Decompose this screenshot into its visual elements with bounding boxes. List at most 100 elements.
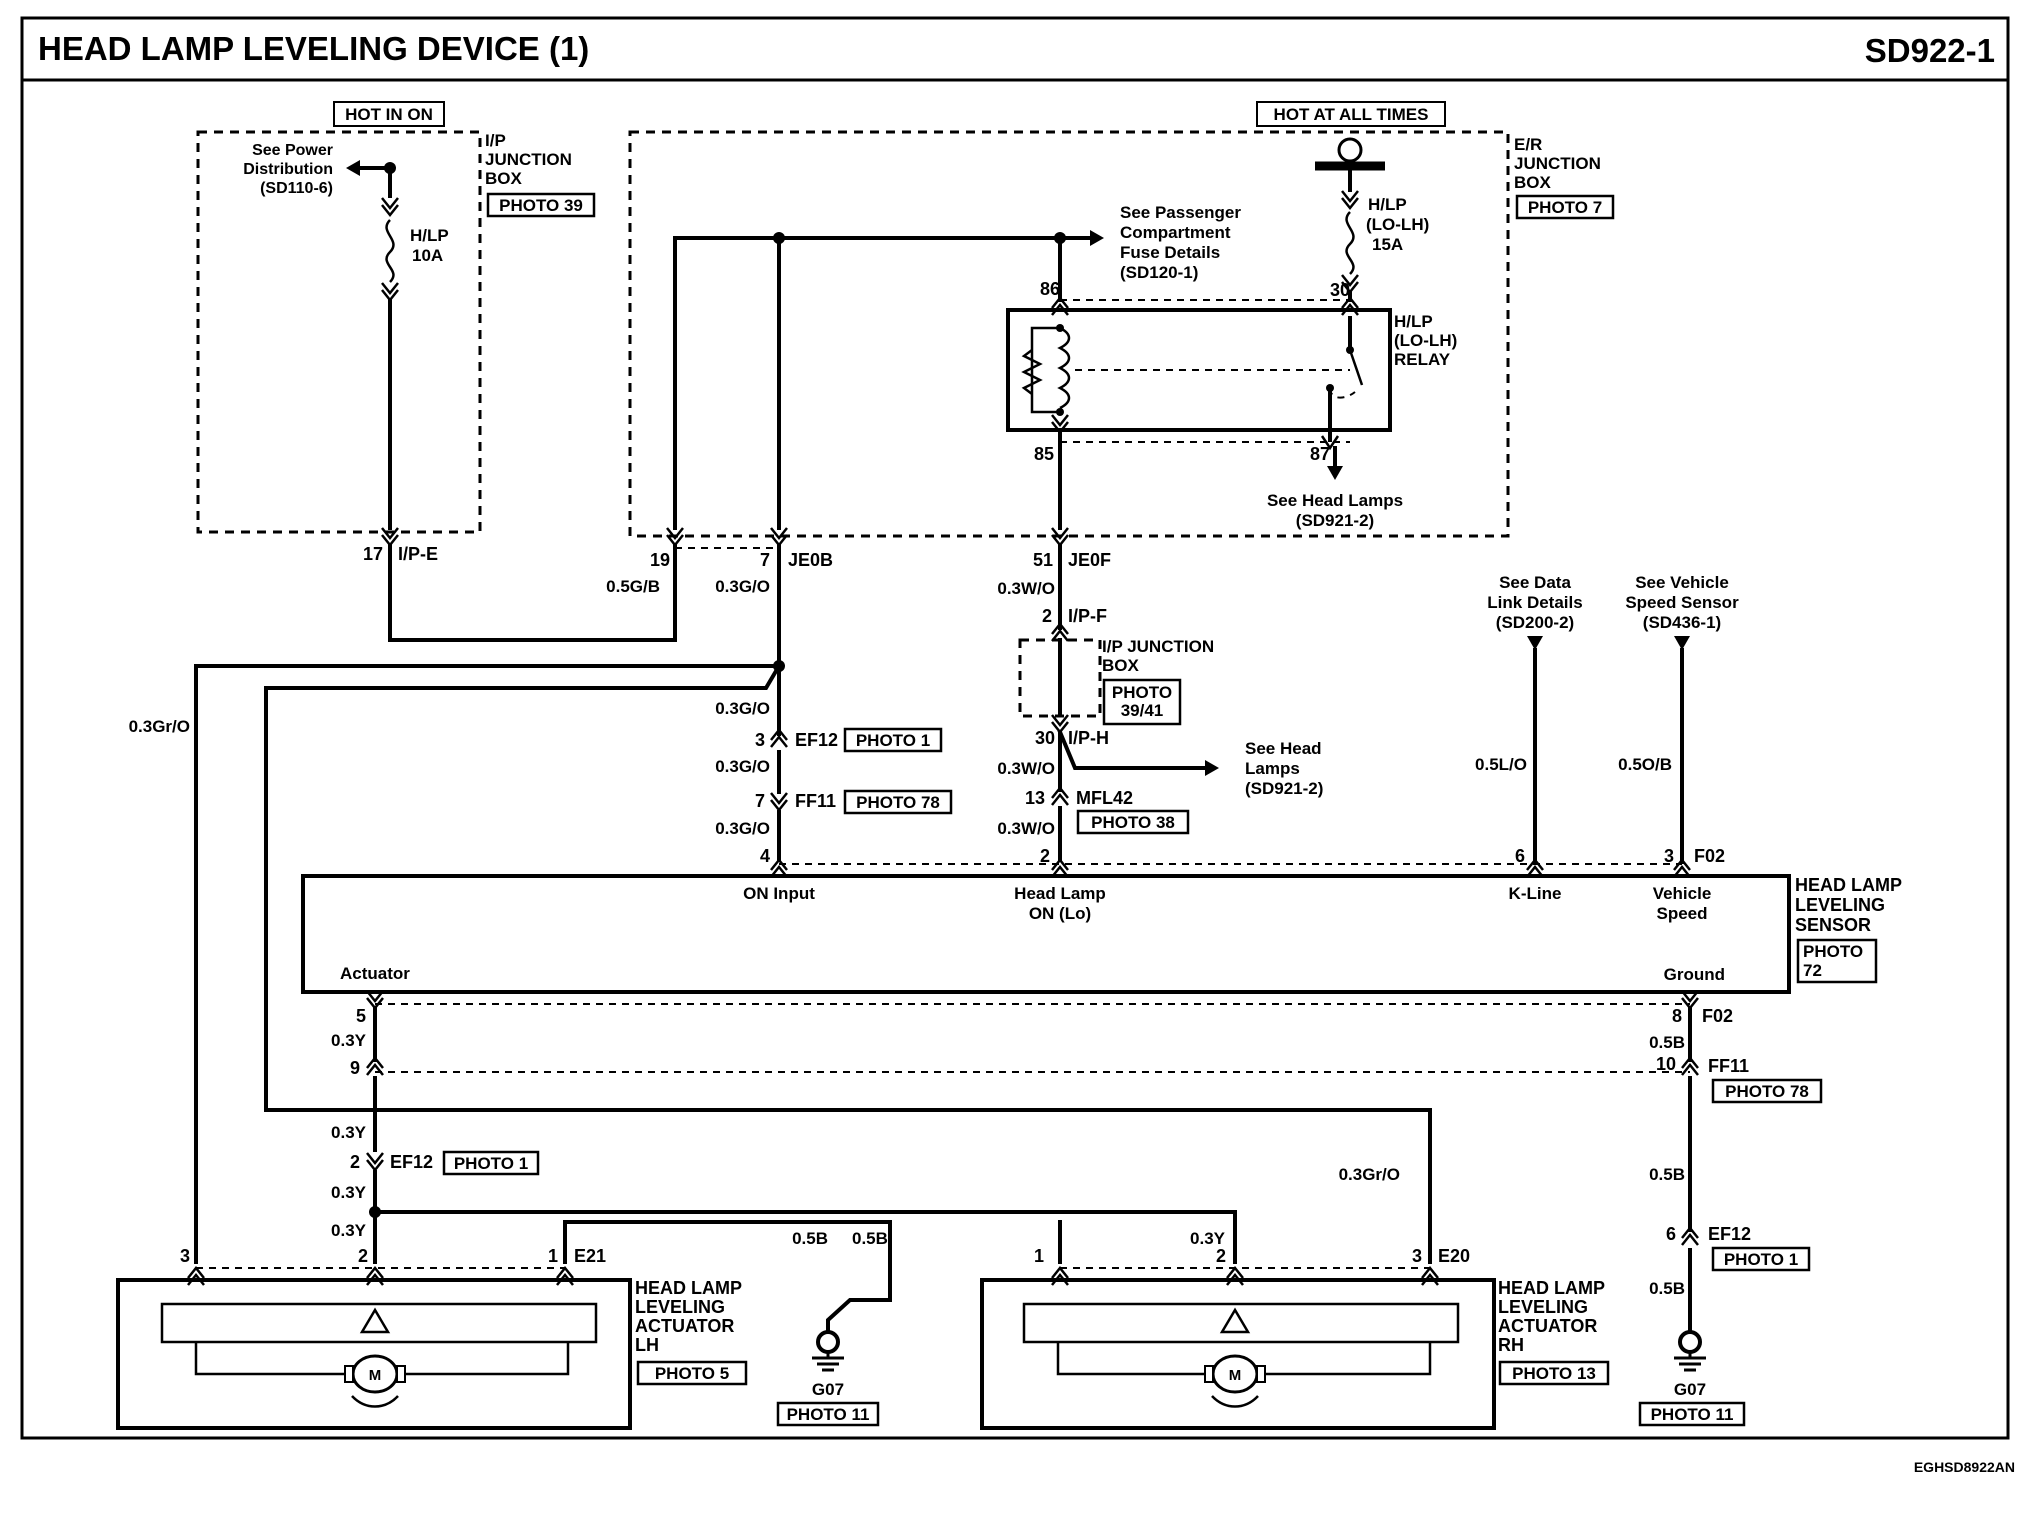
diagram-label: LEVELING — [1498, 1297, 1588, 1317]
diagram-label: MFL42 — [1076, 788, 1133, 808]
diagram-label: E21 — [574, 1246, 606, 1266]
diagram-label: 2 — [1216, 1246, 1226, 1266]
diagram-label: Vehicle — [1653, 884, 1712, 903]
diagram-label: I/P-H — [1068, 728, 1109, 748]
diagram-label: Ground — [1664, 965, 1725, 984]
diagram-label: EF12 — [390, 1152, 433, 1172]
diagram-label: JE0B — [788, 550, 833, 570]
diagram-label: 30 — [1035, 728, 1055, 748]
diagram-label: 0.5B — [1649, 1279, 1685, 1298]
diagram-label: ACTUATOR — [635, 1316, 734, 1336]
diagram-label: 7 — [760, 550, 770, 570]
photo-badge: PHOTO 78 — [856, 793, 940, 812]
diagram-label: (LO-LH) — [1366, 215, 1429, 234]
diagram-label: Distribution — [243, 161, 333, 178]
diagram-label: 0.5B — [1649, 1033, 1685, 1052]
diagram-label: 0.3G/O — [715, 819, 770, 838]
diagram-label: 72 — [1803, 961, 1822, 980]
ground-symbol-left: G07 PHOTO 11 — [776, 1330, 880, 1427]
diagram-label: M — [369, 1367, 382, 1384]
diagram-label: H/LP — [1394, 312, 1433, 331]
diagram-label: 10A — [412, 246, 443, 265]
diagram-label: F02 — [1694, 846, 1725, 866]
diagram-label: (SD120-1) — [1120, 263, 1198, 282]
head-lamp-leveling-sensor: 4 2 6 3 F02 ON Input Head Lamp ON (Lo) K… — [301, 846, 1902, 994]
diagram-label: Compartment — [1120, 223, 1231, 242]
photo-badge: PHOTO 13 — [1512, 1364, 1596, 1383]
diagram-label: 10 — [1656, 1054, 1676, 1074]
photo-badge: PHOTO 1 — [856, 731, 930, 750]
diagram-label: K-Line — [1509, 884, 1562, 903]
diagram-label: PHOTO — [1803, 942, 1863, 961]
diagram-label: RH — [1498, 1335, 1524, 1355]
diagram-label: 3 — [180, 1246, 190, 1266]
diagram-label: 0.3G/O — [715, 577, 770, 596]
ground-symbol-right: G07 PHOTO 11 — [1638, 1330, 1746, 1427]
diagram-label: BOX — [1102, 656, 1140, 675]
diagram-label: 0.5B — [792, 1229, 828, 1248]
diagram-label: 0.3Gr/O — [1339, 1165, 1400, 1184]
diagram-label: 0.5B — [852, 1229, 888, 1248]
diagram-label: 7 — [755, 791, 765, 811]
diagram-label: 17 — [363, 544, 383, 564]
diagram-label: 5 — [356, 1006, 366, 1026]
diagram-label: F02 — [1702, 1006, 1733, 1026]
er-junction-box: HOT AT ALL TIMES E/R JUNCTION BOX PHOTO … — [628, 101, 1615, 570]
diagram-label: 39/41 — [1121, 701, 1164, 720]
photo-badge: PHOTO 39 — [499, 196, 583, 215]
diagram-label: (LO-LH) — [1394, 331, 1457, 350]
diagram-label: 15A — [1372, 235, 1403, 254]
diagram-label: 3 — [1412, 1246, 1422, 1266]
diagram-label: See Passenger — [1120, 203, 1241, 222]
diagram-label: ON (Lo) — [1029, 904, 1091, 923]
diagram-label: 87 — [1310, 444, 1330, 464]
diagram-label: See Head — [1245, 739, 1322, 758]
diagram-label: 3 — [755, 730, 765, 750]
hot-at-all-times-label: HOT AT ALL TIMES — [1274, 105, 1429, 124]
diagram-label: 4 — [760, 846, 770, 866]
actuator-rh: 1 2 3 E20 M HEAD LAMP LEVELING ACTUATOR … — [980, 1246, 1610, 1430]
diagram-label: 0.5O/B — [1618, 755, 1672, 774]
diagram-label: ON Input — [743, 884, 815, 903]
diagram-label: I/P-F — [1068, 606, 1107, 626]
diagram-label: Actuator — [340, 964, 410, 983]
diagram-label: 13 — [1025, 788, 1045, 808]
page-title: HEAD LAMP LEVELING DEVICE (1) — [38, 30, 589, 67]
diagram-label: 1 — [548, 1246, 558, 1266]
relay-box — [1006, 308, 1392, 432]
diagram-frame — [20, 16, 2010, 1440]
photo-badge: PHOTO 38 — [1091, 813, 1175, 832]
diagram-label: (SD436-1) — [1643, 613, 1721, 632]
diagram-label: Fuse Details — [1120, 243, 1220, 262]
ip-junction-box-left: HOT IN ON I/P JUNCTION BOX PHOTO 39 See … — [196, 101, 596, 564]
diagram-label: HEAD LAMP — [1795, 875, 1902, 895]
fuse-10a-symbol — [385, 219, 395, 283]
diagram-label: G07 — [812, 1380, 844, 1399]
photo-badge: PHOTO 1 — [454, 1154, 528, 1173]
diagram-label: 0.3Y — [331, 1221, 367, 1240]
photo-badge: PHOTO 1 — [1724, 1250, 1798, 1269]
diagram-label: E/R — [1514, 135, 1542, 154]
diagram-label: 0.3Y — [331, 1123, 367, 1142]
diagram-label: E20 — [1438, 1246, 1470, 1266]
diagram-label: 2 — [358, 1246, 368, 1266]
diagram-label: JUNCTION — [1514, 154, 1601, 173]
diagram-label: EF12 — [1708, 1224, 1751, 1244]
footer-code: EGHSD8922AN — [1914, 1459, 2015, 1475]
diagram-label: See Power — [252, 142, 333, 159]
photo-badge: PHOTO 5 — [655, 1364, 729, 1383]
diagram-label: 9 — [350, 1058, 360, 1078]
diagram-label: PHOTO — [1112, 683, 1172, 702]
diagram-label: 19 — [650, 550, 670, 570]
diagram-label: FF11 — [1708, 1056, 1749, 1076]
diagram-label: 85 — [1034, 444, 1054, 464]
diagram-label: G07 — [1674, 1380, 1706, 1399]
relay-coil-symbol — [1057, 326, 1071, 410]
diagram-label: 0.5B — [1649, 1165, 1685, 1184]
diagram-label: I/P JUNCTION — [1102, 637, 1214, 656]
diagram-label: (SD110-6) — [260, 180, 333, 197]
diagram-label: HEAD LAMP — [1498, 1278, 1605, 1298]
wire-label: 0.3Gr/O — [129, 717, 190, 736]
diagram-label: LEVELING — [1795, 895, 1885, 915]
